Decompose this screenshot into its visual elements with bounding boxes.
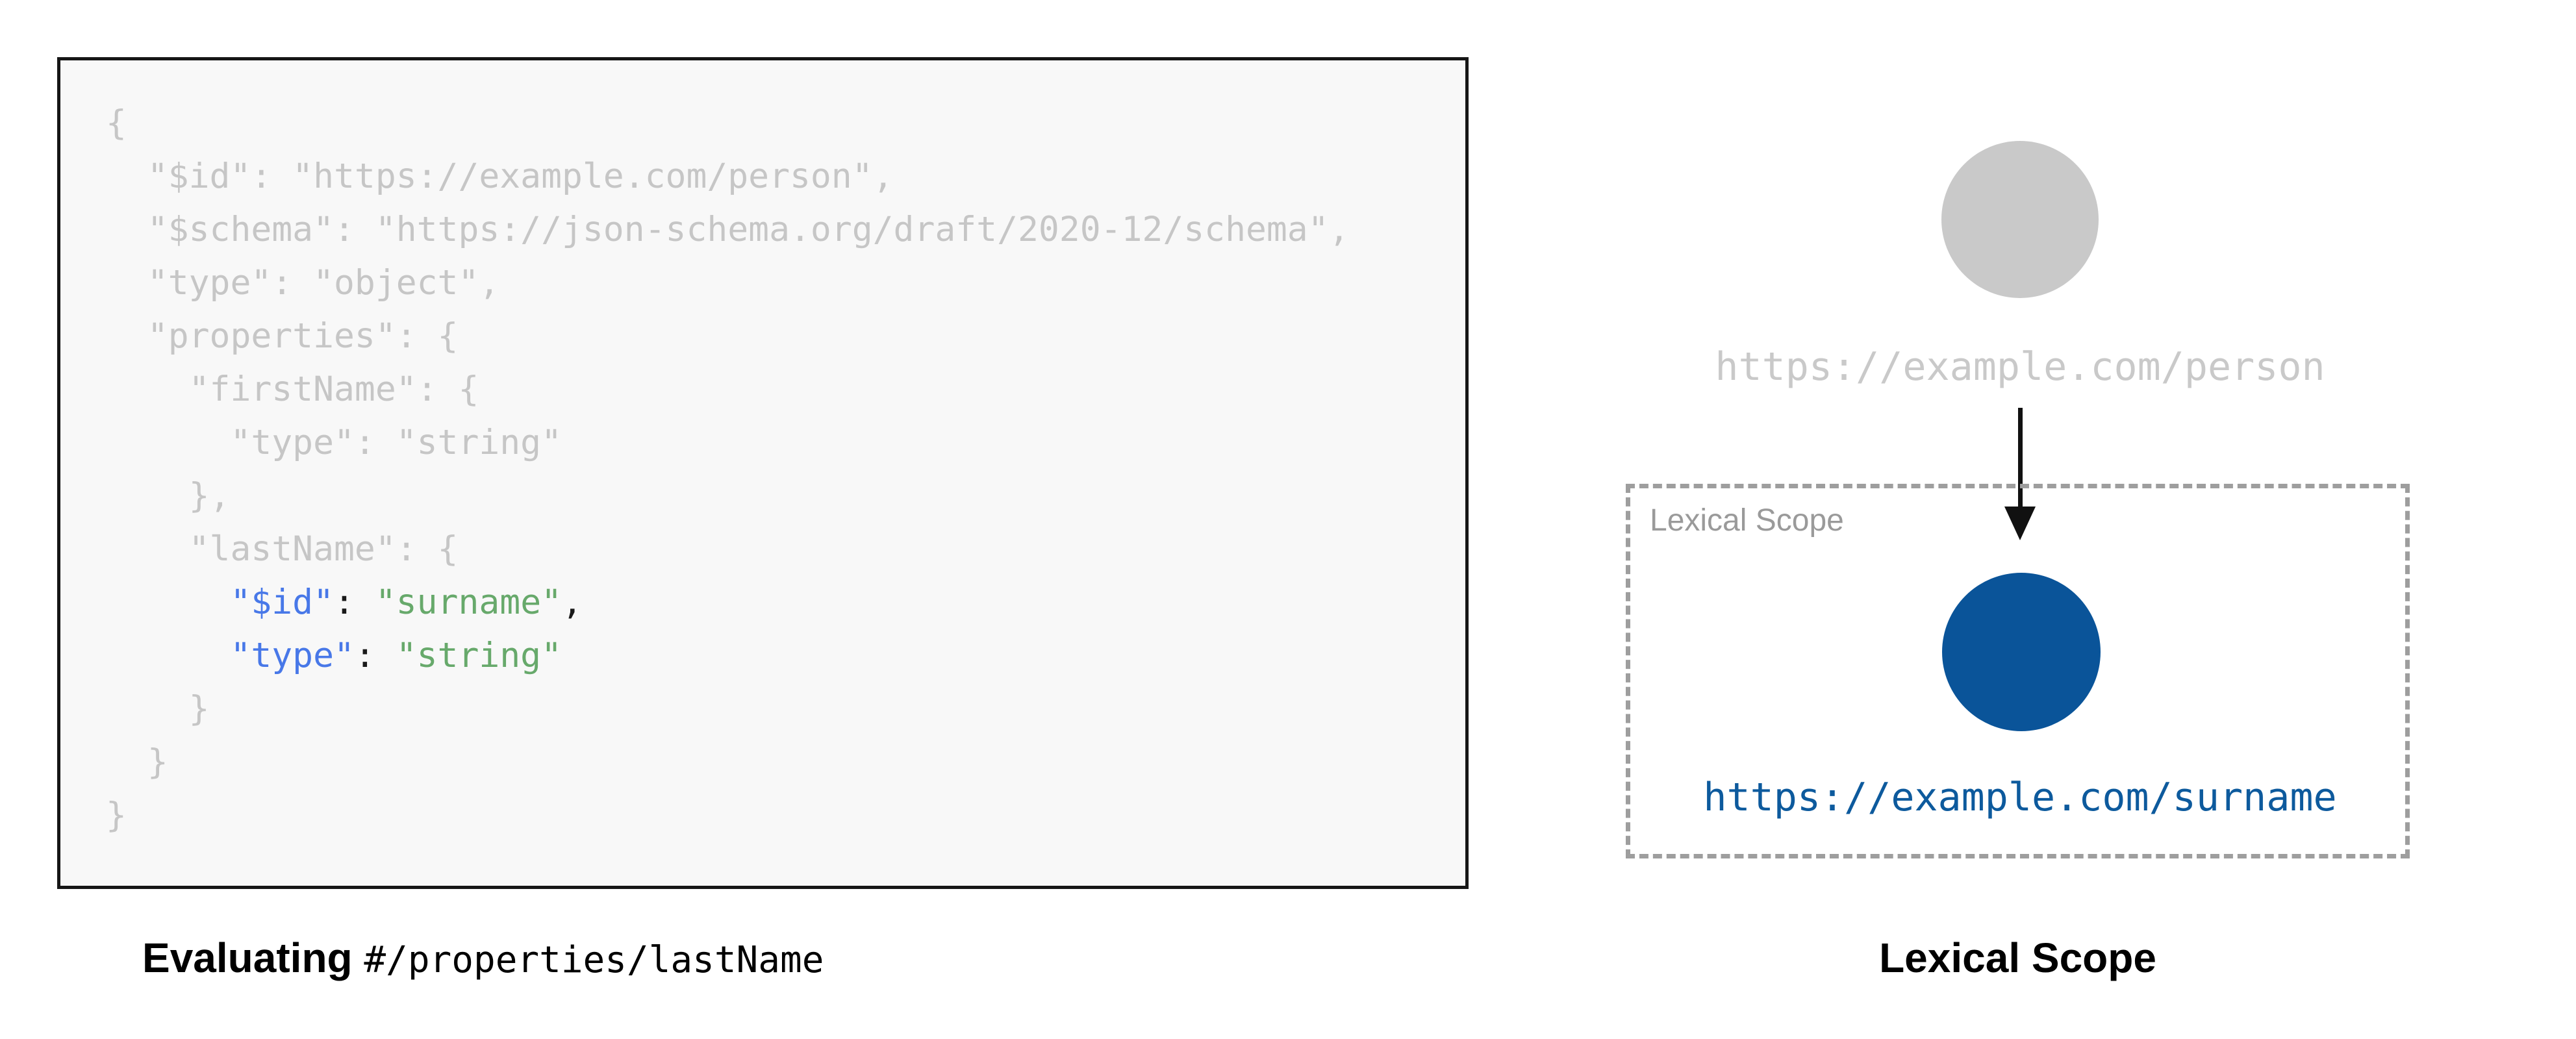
code-line: "properties": { [106,310,1446,363]
code-segment-muted: "type": "string" [106,423,562,462]
code-line: } [106,789,1446,842]
code-segment-str: "string" [396,636,562,675]
code-segment-muted: "$id": "https://example.com/person", [106,156,894,196]
code-line: "$id": "https://example.com/person", [106,150,1446,203]
code-segment-str: "surname" [375,582,562,622]
lexical-scope-box [1626,484,2410,858]
code-segment-muted: } [106,742,168,782]
code-segment-muted: } [106,689,210,729]
code-segment-muted: } [106,795,127,835]
code-segment-punct: : [354,636,396,675]
code-segment-muted: { [106,103,127,143]
child-schema-node-circle [1942,573,2101,731]
left-caption: Evaluating #/properties/lastName [142,932,824,995]
arrow-down-icon [2018,408,2023,510]
parent-schema-node-circle [1941,141,2099,298]
code-segment-muted: }, [106,476,231,516]
code-block: { "$id": "https://example.com/person", "… [106,97,1446,842]
code-segment-punct: : [334,582,375,622]
code-line: }, [106,469,1446,523]
right-caption: Lexical Scope [1879,934,2156,981]
code-segment-muted: "$schema": "https://json-schema.org/draf… [106,210,1350,249]
code-line: } [106,736,1446,789]
code-segment-punct: , [562,582,583,622]
arrow-down-head-icon [2004,507,2036,540]
code-line: "type": "object", [106,257,1446,310]
code-line: { [106,97,1446,150]
schema-code-box: { "$id": "https://example.com/person", "… [57,57,1469,889]
code-line: "lastName": { [106,523,1446,576]
code-line: } [106,682,1446,736]
code-segment-muted [106,636,230,675]
code-line: "$id": "surname", [106,576,1446,629]
code-segment-muted [106,582,230,622]
code-segment-muted: "properties": { [106,316,459,356]
code-line: "firstName": { [106,363,1446,416]
code-line: "type": "string" [106,629,1446,682]
lexical-scope-box-label: Lexical Scope [1650,503,1844,538]
parent-schema-uri: https://example.com/person [1715,344,2325,390]
code-segment-key: "$id" [230,582,334,622]
left-caption-label: Evaluating [142,934,353,981]
caption-space [353,934,364,981]
code-line: "$schema": "https://json-schema.org/draf… [106,203,1446,257]
left-caption-json-pointer: #/properties/lastName [364,939,824,981]
code-segment-muted: "type": "object", [106,263,500,303]
code-segment-muted: "firstName": { [106,369,479,409]
code-line: "type": "string" [106,416,1446,469]
child-schema-uri: https://example.com/surname [1703,775,2337,820]
code-segment-key: "type" [230,636,355,675]
code-segment-muted: "lastName": { [106,529,459,569]
